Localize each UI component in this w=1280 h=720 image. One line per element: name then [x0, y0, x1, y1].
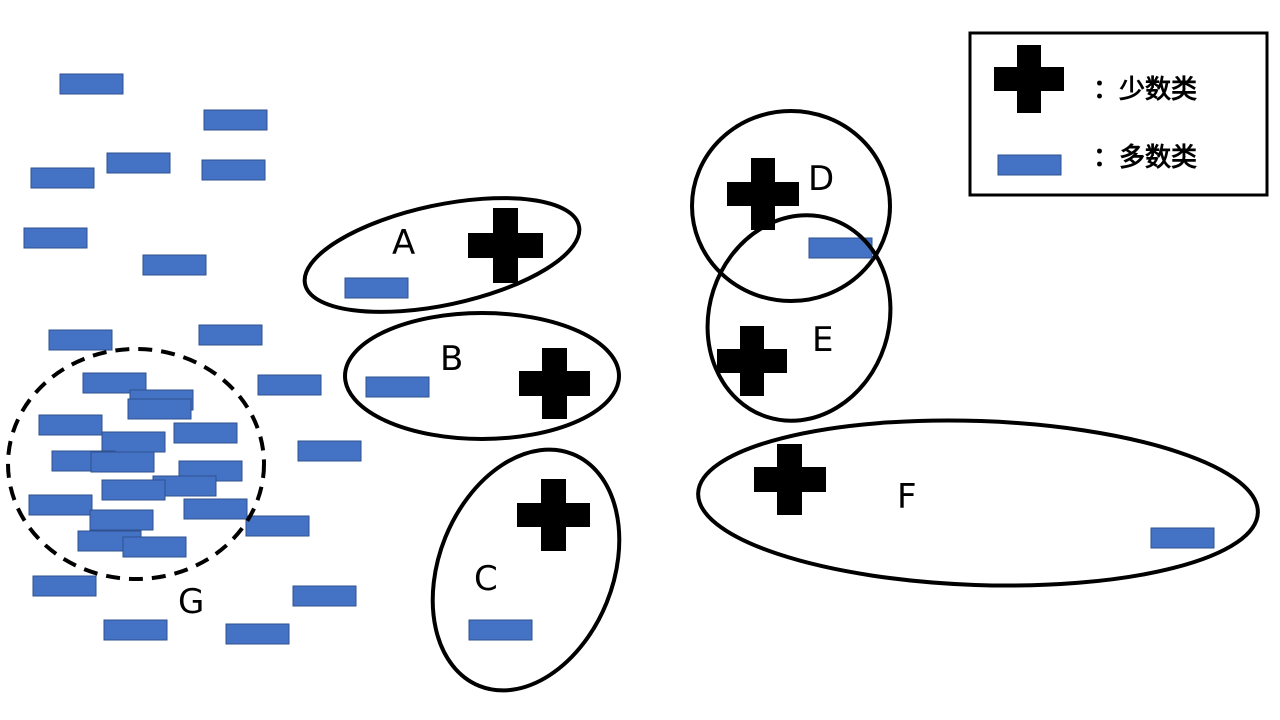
- group-e-boundary: [705, 213, 893, 423]
- group-f-label: F: [897, 477, 917, 517]
- legend-minority-plus-icon: [994, 45, 1064, 113]
- majority-sample: [365, 376, 430, 398]
- group-f-boundary: [696, 418, 1260, 588]
- majority-sample: [1150, 527, 1215, 549]
- majority-sample: [32, 575, 97, 597]
- majority-sample: [30, 167, 95, 189]
- group-a-boundary: [302, 196, 582, 314]
- minority-sample-plus: [517, 479, 590, 551]
- majority-sample: [101, 479, 166, 501]
- majority-sample: [59, 73, 124, 95]
- minority-sample-plus: [754, 444, 826, 515]
- group-b: B: [343, 311, 621, 441]
- group-c-boundary: [430, 447, 622, 693]
- group-c-label: C: [474, 559, 498, 599]
- legend: ：少数类 ：多数类: [968, 31, 1269, 197]
- group-f: F: [696, 418, 1260, 588]
- majority-sample: [101, 431, 166, 453]
- minority-sample-plus: [717, 326, 787, 396]
- majority-sample: [297, 440, 362, 462]
- group-e: E: [705, 213, 893, 423]
- group-a: A: [302, 196, 582, 314]
- group-d-label: D: [808, 159, 834, 199]
- majority-sample: [173, 422, 238, 444]
- majority-sample: [89, 509, 154, 531]
- group-d: D: [690, 109, 892, 303]
- minority-sample-plus: [727, 158, 799, 230]
- majority-sample: [292, 585, 357, 607]
- majority-sample: [245, 515, 310, 537]
- majority-sample: [82, 372, 147, 394]
- group-a-label: A: [392, 223, 415, 263]
- majority-sample: [38, 414, 103, 436]
- majority-sample: [142, 254, 207, 276]
- legend-minority-label: ：少数类: [1093, 75, 1197, 105]
- group-g-boundary: [6, 347, 266, 581]
- majority-sample: [468, 619, 533, 641]
- majority-sample: [344, 277, 409, 299]
- legend-majority-rect-icon: [997, 154, 1062, 176]
- group-e-label: E: [812, 320, 833, 360]
- majority-sample: [127, 398, 192, 420]
- group-g-label: G: [178, 582, 204, 622]
- majority-sample: [201, 159, 266, 181]
- majority-sample: [23, 227, 88, 249]
- group-b-label: B: [440, 339, 463, 379]
- majority-sample: [225, 623, 290, 645]
- majority-cluster: [23, 73, 362, 645]
- majority-sample: [257, 374, 322, 396]
- group-b-boundary: [343, 311, 621, 441]
- majority-sample: [103, 619, 168, 641]
- minority-sample-plus: [468, 208, 543, 283]
- minority-sample-plus: [519, 348, 590, 419]
- legend-majority-label: ：多数类: [1093, 143, 1197, 173]
- majority-sample: [90, 451, 155, 473]
- group-d-boundary: [690, 109, 892, 303]
- majority-sample: [48, 329, 113, 351]
- group-c: C: [430, 447, 622, 693]
- majority-sample: [183, 498, 248, 520]
- majority-sample: [28, 494, 93, 516]
- majority-sample: [106, 152, 171, 174]
- majority-sample: [122, 536, 187, 558]
- majority-sample: [203, 109, 268, 131]
- majority-sample: [198, 324, 263, 346]
